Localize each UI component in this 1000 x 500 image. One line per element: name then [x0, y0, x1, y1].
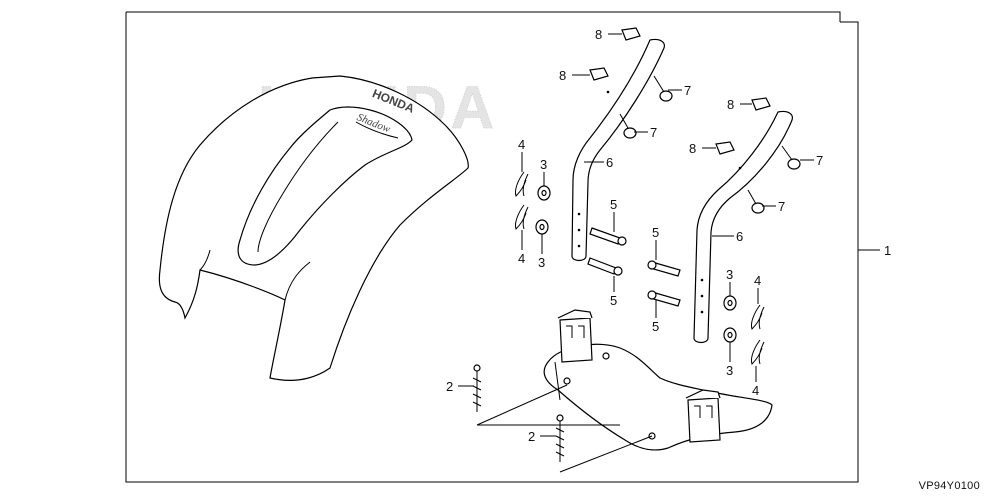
label-bolt-l2: 7 [650, 125, 657, 140]
pin-r2 [647, 290, 681, 307]
label-nut-r2: 8 [689, 141, 696, 156]
label-assembly: 1 [884, 243, 891, 258]
label-pin-r2: 5 [652, 319, 659, 334]
nut-r1 [751, 97, 771, 111]
label-washer-r2: 3 [726, 363, 733, 378]
label-nut-l2: 8 [559, 68, 566, 83]
clip-r1 [751, 304, 765, 330]
washer-ml [535, 219, 549, 235]
label-clip-tl: 4 [518, 137, 525, 152]
label-clip-r2: 4 [752, 383, 759, 398]
label-clip-ml: 4 [518, 251, 525, 266]
pin-l1 [589, 227, 627, 246]
bolt-r1 [781, 145, 801, 170]
label-nut-l1: 8 [595, 27, 602, 42]
diagram-code: VP94Y0100 [918, 480, 980, 492]
windscreen-cover: HONDA Shadow [158, 75, 469, 381]
label-washer-ml: 3 [538, 255, 545, 270]
mounting-plate [543, 309, 773, 451]
washer-tl [537, 185, 551, 201]
screw-a-guide [476, 384, 568, 426]
nut-l2 [589, 67, 609, 81]
stay-right [693, 110, 793, 344]
clip-ml [515, 204, 529, 230]
nut-r2 [715, 141, 735, 155]
pin-l2 [587, 257, 623, 276]
label-bolt-l1: 7 [684, 83, 691, 98]
label-bolt-r1: 7 [816, 153, 823, 168]
screw-a [472, 364, 482, 412]
leader-lines [458, 33, 880, 437]
bolt-r2 [747, 189, 765, 214]
label-bolt-r2: 7 [778, 199, 785, 214]
label-pin-r1: 5 [652, 225, 659, 240]
nut-l1 [621, 27, 641, 41]
bolt-l2 [619, 113, 637, 139]
label-screw-b: 2 [528, 429, 535, 444]
stay-left [571, 38, 665, 262]
pin-r1 [647, 260, 681, 277]
label-washer-r1: 3 [726, 267, 733, 282]
clip-tl [515, 171, 529, 197]
screw-b [555, 414, 565, 462]
label-stay-left: 6 [606, 155, 613, 170]
clip-r2 [751, 339, 765, 365]
label-pin-l1: 5 [610, 197, 617, 212]
label-pin-l2: 5 [610, 293, 617, 308]
screw-b-guide [559, 435, 653, 473]
bolt-l1 [653, 75, 673, 102]
label-washer-tl: 3 [540, 157, 547, 172]
washer-r2 [723, 327, 737, 343]
label-clip-r1: 4 [754, 273, 761, 288]
label-stay-right: 6 [736, 229, 743, 244]
label-screw-a: 2 [446, 379, 453, 394]
label-nut-r1: 8 [727, 97, 734, 112]
washer-r1 [723, 295, 737, 311]
